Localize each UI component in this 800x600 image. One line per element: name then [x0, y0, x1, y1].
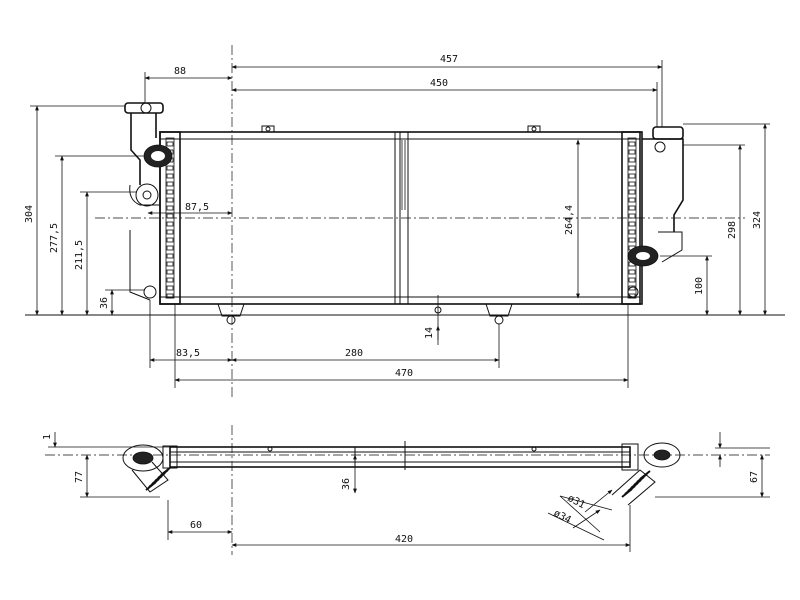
- dim-211-5-label: 211,5: [74, 240, 85, 270]
- dim-420-label: 420: [395, 534, 413, 545]
- tank-slot: [166, 269, 174, 275]
- dim-88-label: 88: [174, 66, 186, 77]
- left-header-tank: [159, 131, 181, 305]
- dim-280-label: 280: [345, 348, 363, 359]
- tank-slot: [166, 229, 174, 235]
- hose-pipe-icon: [135, 144, 173, 299]
- dim-1-label: 1: [42, 434, 53, 440]
- right-header-tank: [621, 131, 643, 305]
- tank-slot: [628, 205, 636, 211]
- dim-87-5-label: 87,5: [185, 202, 209, 213]
- radiator-core: [159, 131, 641, 305]
- dim-304-label: 304: [24, 205, 35, 223]
- tank-slot: [166, 245, 174, 251]
- tank-slot: [166, 189, 174, 195]
- tank-slot: [628, 149, 636, 155]
- tank-slot: [628, 181, 636, 187]
- dimension-450: 450: [231, 78, 658, 127]
- dim-100-label: 100: [694, 277, 705, 295]
- top-view: 1 77 36 60 420: [42, 425, 770, 555]
- dim-450-label: 450: [430, 78, 448, 89]
- dimension-100: 100: [660, 255, 712, 316]
- tank-slot: [628, 197, 636, 203]
- hose-hatch: [160, 466, 172, 476]
- tank-slot: [628, 277, 636, 283]
- tank-slot: [166, 205, 174, 211]
- dimension-277-5: 277,5: [49, 155, 145, 316]
- dimension-88: 88: [144, 66, 233, 103]
- dim-dia31-label: ø31: [566, 493, 587, 511]
- dimension-304: 304: [24, 105, 125, 316]
- top-core: [169, 441, 631, 470]
- dim-277-5-label: 277,5: [49, 223, 60, 253]
- top-left-inlet: [122, 444, 178, 493]
- dimension-298: 298: [683, 144, 745, 316]
- dimension-60: 60: [167, 500, 233, 540]
- dimension-211-5: 211,5: [74, 191, 137, 316]
- dimension-36-bottom: 36: [341, 454, 357, 494]
- dim-36-bottom-label: 36: [341, 478, 352, 490]
- dimension-87-5: 87,5: [147, 202, 233, 215]
- dimension-264-4: 264,4: [564, 139, 580, 299]
- dimension-470: 470: [174, 304, 629, 388]
- tank-slot: [166, 285, 174, 291]
- dim-470-label: 470: [395, 368, 413, 379]
- dimension-83-5: 83,5: [149, 300, 233, 368]
- dim-457-label: 457: [440, 54, 458, 65]
- tank-slot: [166, 213, 174, 219]
- dim-298-label: 298: [727, 221, 738, 239]
- dim-67-label: 67: [749, 471, 760, 483]
- mounting-lugs: [217, 125, 541, 345]
- dimension-36-left: 36: [99, 289, 145, 316]
- tank-slot: [166, 141, 174, 147]
- dim-77-label: 77: [74, 471, 85, 483]
- dim-14-label: 14: [424, 327, 435, 339]
- tank-slot: [166, 253, 174, 259]
- dimension-457: 457: [231, 54, 663, 127]
- tank-slot: [628, 189, 636, 195]
- dim-83-5-label: 83,5: [176, 348, 200, 359]
- dim-60-label: 60: [190, 520, 202, 531]
- filler-cap-icon: [124, 102, 164, 301]
- tank-slot: [628, 237, 636, 243]
- tank-slot: [166, 173, 174, 179]
- tank-slot: [628, 157, 636, 163]
- tank-slot: [628, 269, 636, 275]
- dimension-420: 420: [231, 505, 631, 552]
- tank-slot: [166, 277, 174, 283]
- dimension-77: 77: [74, 454, 160, 498]
- tank-slot: [628, 173, 636, 179]
- tank-slot: [166, 237, 174, 243]
- tank-slot: [628, 165, 636, 171]
- tank-slot: [628, 229, 636, 235]
- dimension-280: 280: [231, 324, 500, 368]
- tank-slot: [628, 141, 636, 147]
- tank-slot: [166, 261, 174, 267]
- dimension-14: 14: [424, 314, 445, 340]
- tank-slot: [166, 165, 174, 171]
- front-view: 457 450 88 304 277,5 211,5: [24, 45, 785, 400]
- dimension-67: 67: [655, 432, 770, 498]
- tank-slot: [166, 221, 174, 227]
- dimension-diameters: ø31 ø34: [547, 489, 613, 541]
- dim-36-left-label: 36: [99, 297, 110, 309]
- hose-hatch: [639, 470, 651, 480]
- dim-324-label: 324: [752, 211, 763, 229]
- dimension-324: 324: [683, 123, 770, 316]
- tank-slot: [166, 293, 174, 299]
- tank-slot: [628, 285, 636, 291]
- top-right-outlet: [611, 442, 681, 506]
- dim-264-4-label: 264,4: [564, 205, 575, 235]
- tank-slot: [628, 213, 636, 219]
- dimension-1: 1: [42, 432, 170, 448]
- tank-slot: [166, 197, 174, 203]
- tank-slot: [628, 221, 636, 227]
- tank-slot: [628, 293, 636, 299]
- tank-slot: [166, 181, 174, 187]
